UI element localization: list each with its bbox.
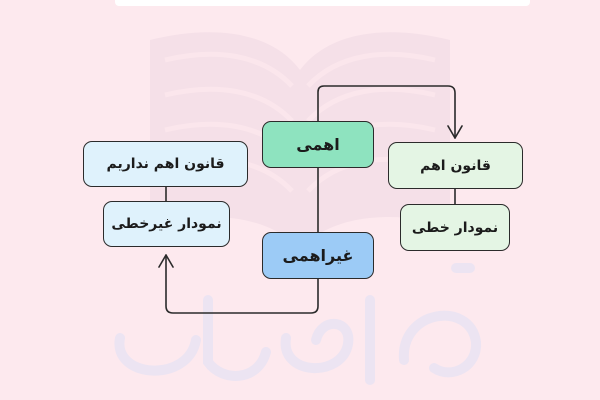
node-line-chart: نمودار خطی [400, 204, 510, 251]
top-bar [115, 0, 530, 6]
arrowhead-up [158, 254, 174, 268]
node-no-law: قانون اهم نداریم [83, 141, 248, 187]
node-nonlinear-chart: نمودار غیرخطی [103, 201, 230, 247]
arrowhead-down [447, 125, 463, 139]
node-has-law: قانون اهم [388, 142, 523, 189]
node-non-ordinal: غیراهمی [262, 232, 374, 279]
connector-ordinal-to-law [317, 85, 456, 139]
node-ordinal: اهمی [262, 121, 374, 168]
connector-nonordinal-to-nonlinear [165, 254, 319, 314]
